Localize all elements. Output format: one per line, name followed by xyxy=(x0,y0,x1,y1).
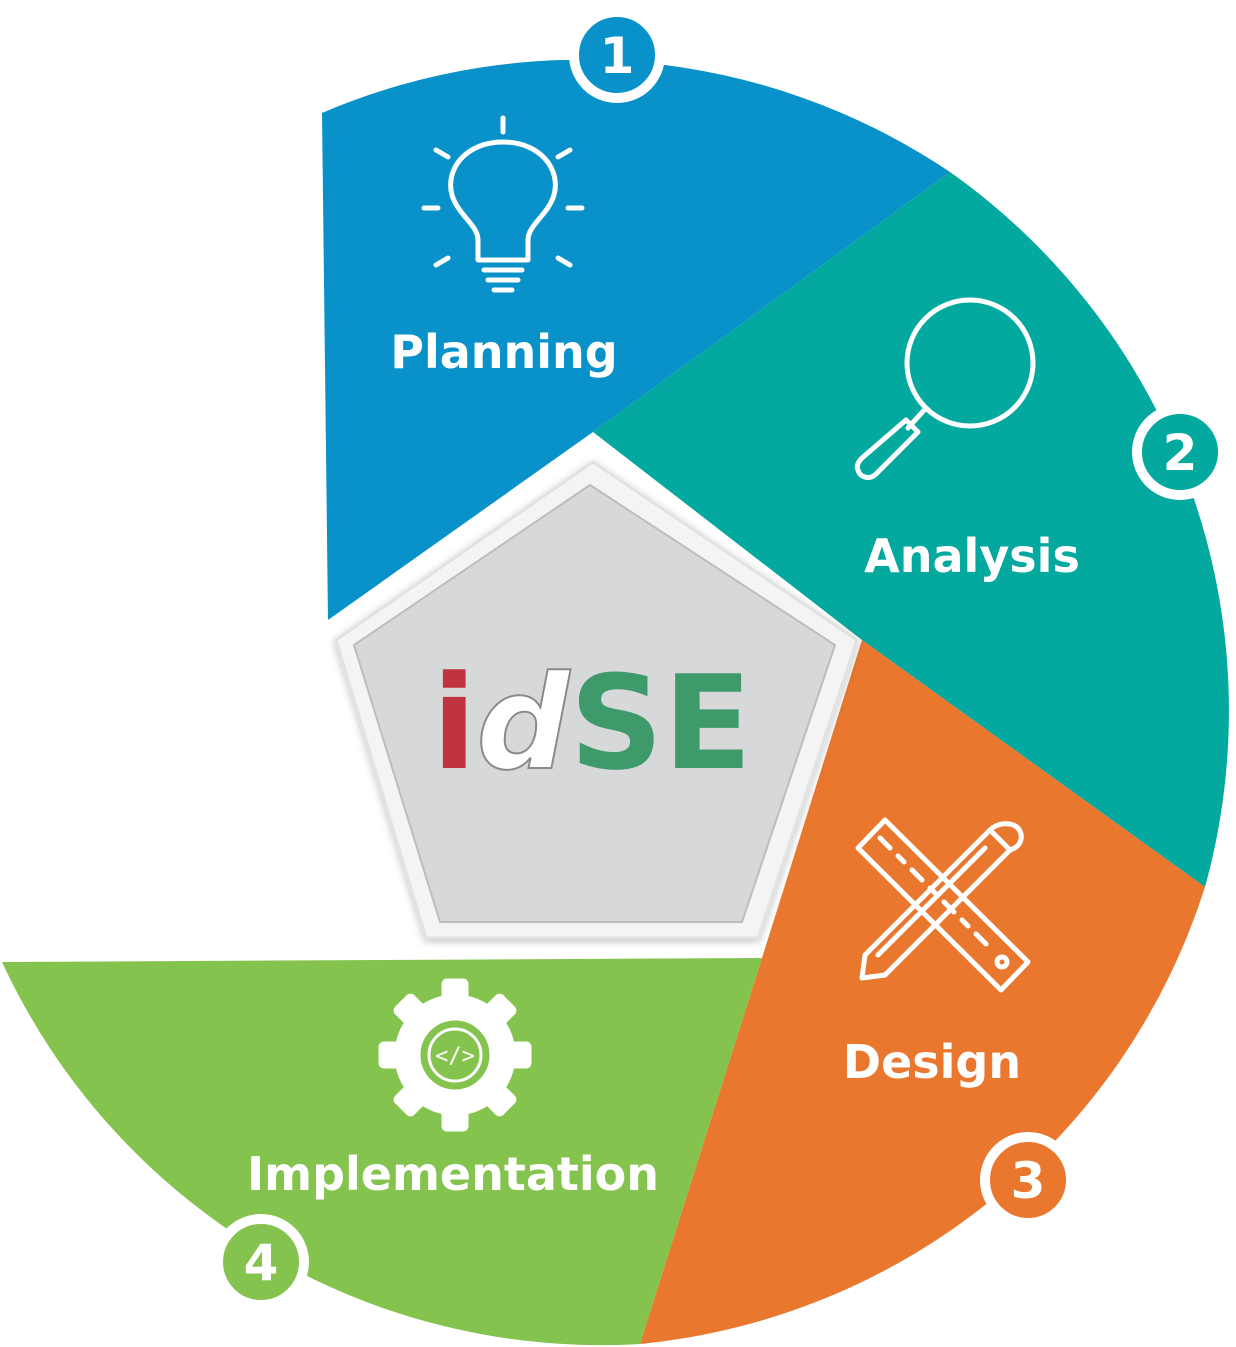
phase-badge-1: 1 xyxy=(569,7,665,103)
phase-label-planning: Planning xyxy=(390,325,617,379)
phase-badge-2: 2 xyxy=(1132,404,1228,500)
segment-analysis xyxy=(593,172,1229,887)
svg-text:3: 3 xyxy=(1011,1152,1046,1210)
logo-letter-s: S xyxy=(570,647,664,799)
phase-label-design: Design xyxy=(843,1035,1021,1089)
logo-letter-i: i xyxy=(432,647,477,799)
segment-implementation xyxy=(2,958,762,1346)
center-logo-badge xyxy=(334,460,859,940)
phase-badge-4: 4 xyxy=(213,1214,309,1310)
svg-text:1: 1 xyxy=(600,27,635,85)
magnifier-icon xyxy=(854,297,1036,480)
phase-label-analysis: Analysis xyxy=(864,529,1080,583)
ruler-pencil-icon xyxy=(855,817,1031,993)
gear-code-icon: </> xyxy=(378,978,532,1132)
logo-text: idSE xyxy=(432,647,752,799)
logo-letter-d: d xyxy=(477,647,572,799)
phase-badge-3: 3 xyxy=(980,1132,1076,1228)
lightbulb-icon xyxy=(421,115,585,293)
svg-text:4: 4 xyxy=(244,1234,279,1292)
phase-label-implementation: Implementation xyxy=(247,1147,659,1201)
segment-design xyxy=(640,640,1205,1344)
logo-letter-e: E xyxy=(663,647,752,799)
svg-text:2: 2 xyxy=(1163,424,1198,482)
code-glyph: </> xyxy=(435,1044,475,1069)
segment-planning xyxy=(322,59,950,621)
